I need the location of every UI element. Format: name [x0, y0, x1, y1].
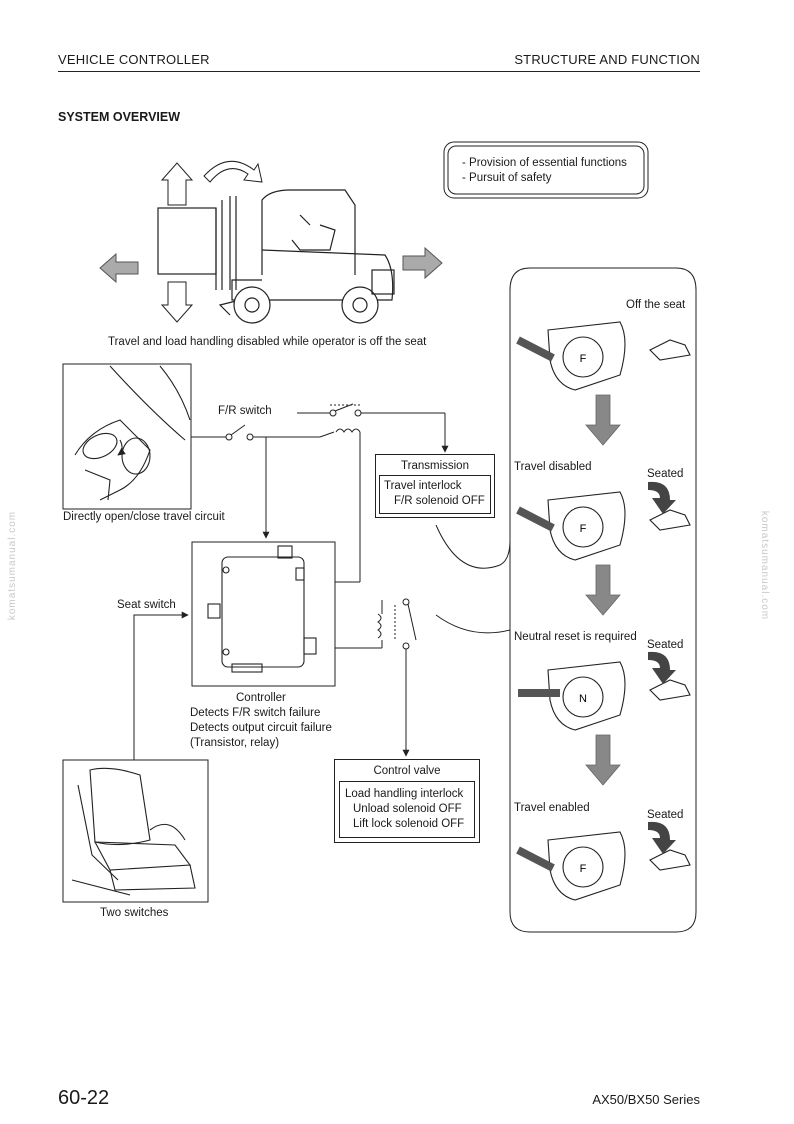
forklift-caption: Travel and load handling disabled while … — [108, 336, 427, 348]
seat-illustration — [71, 767, 196, 896]
seated-label-1: Seated — [647, 468, 684, 480]
sequence-arrows — [585, 394, 621, 786]
lever-letter-3: N — [579, 693, 587, 705]
lever-letter-2: F — [580, 523, 587, 535]
controller-title: Controller — [236, 692, 286, 704]
seated-label-3: Seated — [647, 809, 684, 821]
relay-load — [335, 598, 417, 750]
control-valve-line-1: Load handling interlock — [345, 788, 464, 800]
note-2: - Pursuit of safety — [462, 172, 552, 184]
state-travel-enabled: Travel enabled — [514, 802, 590, 814]
control-valve-title: Control valve — [373, 765, 441, 777]
state-travel-disabled: Travel disabled — [514, 461, 592, 473]
note-1: - Provision of essential functions — [462, 157, 627, 169]
header-rule — [58, 71, 700, 72]
control-valve-line-2: Unload solenoid OFF — [353, 803, 462, 815]
transmission-line-1: Travel interlock — [384, 480, 462, 492]
controller-line-3: (Transistor, relay) — [190, 737, 280, 749]
state-off-the-seat: Off the seat — [626, 299, 686, 311]
lever-letter-1: F — [580, 353, 587, 365]
transmission-line-2: F/R solenoid OFF — [394, 495, 485, 507]
transmission-title: Transmission — [401, 460, 469, 472]
controller-line-2: Detects output circuit failure — [190, 722, 332, 734]
controller-line-1: Detects F/R switch failure — [190, 707, 321, 719]
series-label: AX50/BX50 Series — [592, 1092, 700, 1107]
control-valve-inner: Load handling interlock Unload solenoid … — [339, 781, 475, 838]
seated-arrows — [648, 481, 676, 854]
seat-switch-label: Seat switch — [117, 599, 176, 611]
transmission-box: Transmission Travel interlock F/R soleno… — [375, 454, 495, 518]
controller-illustration — [207, 545, 317, 673]
section-title: SYSTEM OVERVIEW — [58, 110, 181, 124]
header-right: STRUCTURE AND FUNCTION — [514, 52, 700, 67]
fr-switch-label: F/R switch — [218, 405, 272, 417]
lever-caption: Directly open/close travel circuit — [63, 511, 225, 523]
lever-letter-4: F — [580, 863, 587, 875]
transmission-inner: Travel interlock F/R solenoid OFF — [379, 475, 491, 514]
relay-travel — [297, 403, 445, 583]
fr-switch-symbol — [191, 424, 320, 441]
header-left: VEHICLE CONTROLLER — [58, 52, 210, 67]
state-neutral-reset: Neutral reset is required — [514, 631, 637, 643]
seat-caption: Two switches — [100, 907, 169, 919]
motion-arrows — [99, 160, 443, 323]
seated-label-2: Seated — [647, 639, 684, 651]
control-valve-box: Control valve Load handling interlock Un… — [334, 759, 480, 843]
page-number: 60-22 — [58, 1087, 110, 1109]
control-valve-line-3: Lift lock solenoid OFF — [353, 818, 465, 830]
lever-panels — [516, 321, 691, 901]
forklift-illustration — [157, 189, 395, 324]
lever-illustration — [74, 365, 191, 501]
